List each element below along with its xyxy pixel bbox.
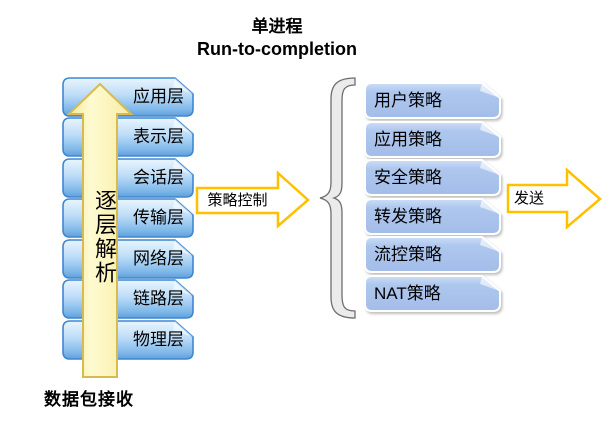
page-title: 单进程 Run-to-completion <box>97 15 457 59</box>
title-chinese: 单进程 <box>251 17 303 36</box>
layer-label-application: 应用层 <box>133 87 184 106</box>
send-arrow-shape <box>506 167 602 230</box>
layer-label-transport: 传输层 <box>133 208 184 227</box>
layer-label-session: 会话层 <box>133 168 184 187</box>
policy-label-forward: 转发策略 <box>374 207 442 226</box>
up-arrow-shape <box>66 82 134 378</box>
send-arrow-label: 发送 <box>514 190 545 207</box>
policy-label-user: 用户策略 <box>374 91 442 110</box>
policy-label-security: 安全策略 <box>374 168 442 187</box>
layer-label-network: 网络层 <box>133 249 184 268</box>
parse-arrow-label: 逐层解析 <box>92 189 117 285</box>
policy-control-arrow-shape <box>195 170 310 229</box>
layer-label-physical: 物理层 <box>133 330 184 349</box>
policy-control-label: 策略控制 <box>207 192 268 209</box>
policy-label-nat: NAT策略 <box>374 284 441 303</box>
policy-label-flowctrl: 流控策略 <box>374 245 442 264</box>
layer-label-presentation: 表示层 <box>133 127 184 146</box>
brace-icon <box>319 77 356 319</box>
policy-label-app: 应用策略 <box>374 130 442 149</box>
title-english: Run-to-completion <box>197 39 357 59</box>
layer-label-link: 链路层 <box>133 289 184 308</box>
packet-receive-caption: 数据包接收 <box>44 390 134 409</box>
